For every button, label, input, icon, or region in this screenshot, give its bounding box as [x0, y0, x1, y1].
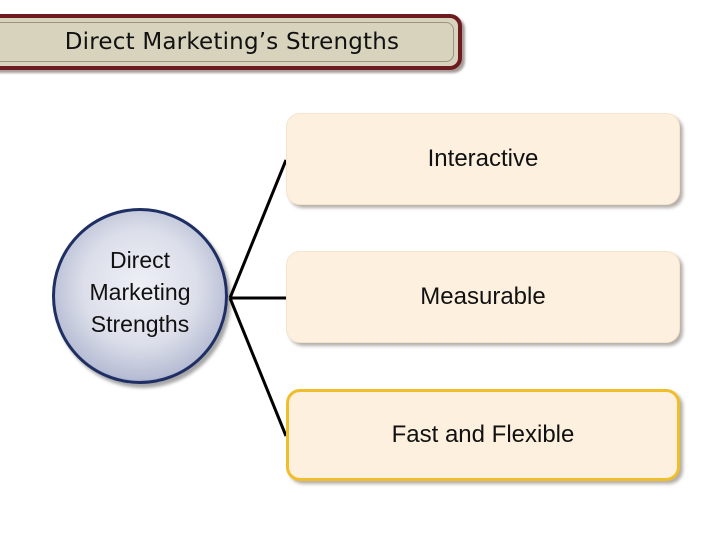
title-banner: Direct Marketing’s Strengths — [0, 14, 462, 70]
strength-label: Fast and Flexible — [391, 421, 575, 448]
hub-label: Direct Marketing Strengths — [90, 244, 191, 340]
hub-label-line: Direct — [109, 247, 171, 273]
strength-label: Interactive — [427, 145, 539, 172]
hub-label-line: Strengths — [90, 311, 190, 337]
page-title: Direct Marketing’s Strengths — [64, 29, 400, 55]
connector-to-interactive — [228, 159, 288, 299]
hub-circle: Direct Marketing Strengths — [52, 208, 228, 384]
strength-label: Measurable — [420, 283, 546, 310]
strength-box-fast-and-flexible: Fast and Flexible — [286, 389, 680, 481]
hub-label-line: Marketing — [89, 279, 191, 305]
strength-box-measurable: Measurable — [286, 251, 680, 343]
connector-to-fast-and-flexible — [228, 297, 288, 437]
strength-box-interactive: Interactive — [286, 113, 680, 205]
